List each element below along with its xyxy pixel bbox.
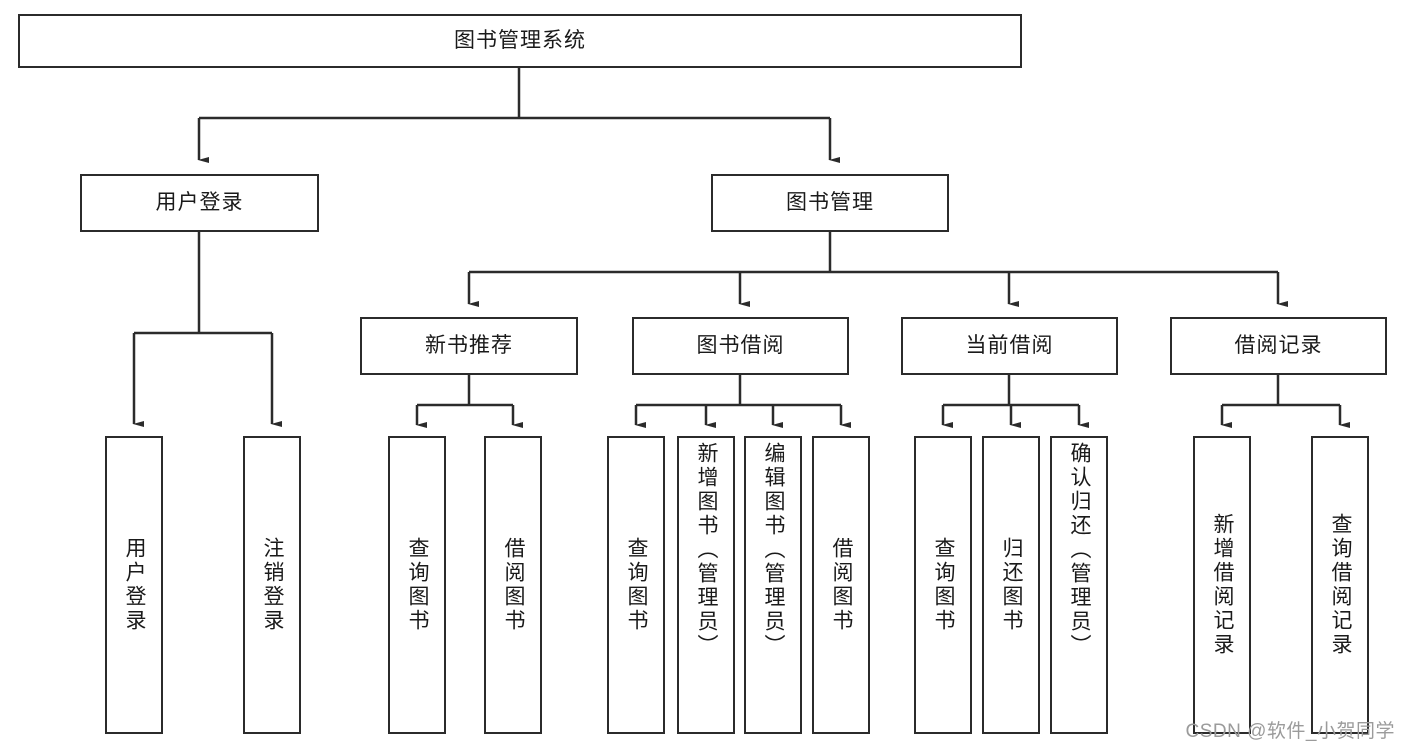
node-user-login[interactable]: 用户登录 [80, 174, 319, 232]
node-label: 借阅记录 [1234, 334, 1323, 358]
node-label: 新书推荐 [425, 334, 513, 358]
node-label: 用户登录 [123, 537, 147, 633]
node-label: 新增图书（管理员） [695, 442, 719, 658]
node-label: 归还图书 [1000, 537, 1024, 633]
node-label: 新增借阅记录 [1211, 513, 1235, 657]
node-label: 图书借阅 [696, 334, 785, 358]
leaf-user-login-logout[interactable]: 注销登录 [243, 436, 301, 734]
node-label: 图书管理系统 [454, 29, 586, 53]
node-label: 用户登录 [155, 191, 244, 215]
node-label: 查询图书 [625, 537, 649, 633]
node-current-borrow[interactable]: 当前借阅 [901, 317, 1118, 375]
node-label: 查询图书 [932, 537, 956, 633]
leaf-current-return-book[interactable]: 归还图书 [982, 436, 1040, 734]
leaf-record-add-record[interactable]: 新增借阅记录 [1193, 436, 1251, 734]
node-label: 当前借阅 [965, 334, 1054, 358]
leaf-record-query-record[interactable]: 查询借阅记录 [1311, 436, 1369, 734]
node-label: 借阅图书 [502, 537, 526, 633]
leaf-recommend-borrow-book[interactable]: 借阅图书 [484, 436, 542, 734]
node-label: 查询图书 [406, 537, 430, 633]
node-label: 借阅图书 [830, 537, 854, 633]
leaf-borrow-borrow-book[interactable]: 借阅图书 [812, 436, 870, 734]
node-label: 注销登录 [261, 537, 285, 633]
node-label: 图书管理 [786, 191, 874, 215]
watermark: CSDN @软件_小贺同学 [1185, 721, 1395, 742]
leaf-borrow-edit-book-admin[interactable]: 编辑图书（管理员） [744, 436, 802, 734]
leaf-recommend-query-book[interactable]: 查询图书 [388, 436, 446, 734]
node-book-management[interactable]: 图书管理 [711, 174, 949, 232]
leaf-borrow-add-book-admin[interactable]: 新增图书（管理员） [677, 436, 735, 734]
node-borrow-record[interactable]: 借阅记录 [1170, 317, 1387, 375]
leaf-user-login-login[interactable]: 用户登录 [105, 436, 163, 734]
node-book-borrow[interactable]: 图书借阅 [632, 317, 849, 375]
leaf-current-query-book[interactable]: 查询图书 [914, 436, 972, 734]
node-label: 确认归还（管理员） [1068, 442, 1092, 658]
leaf-current-confirm-return-admin[interactable]: 确认归还（管理员） [1050, 436, 1108, 734]
node-new-book-recommend[interactable]: 新书推荐 [360, 317, 578, 375]
node-root-system[interactable]: 图书管理系统 [18, 14, 1022, 68]
node-label: 编辑图书（管理员） [762, 442, 786, 658]
leaf-borrow-query-book[interactable]: 查询图书 [607, 436, 665, 734]
node-label: 查询借阅记录 [1329, 513, 1353, 657]
